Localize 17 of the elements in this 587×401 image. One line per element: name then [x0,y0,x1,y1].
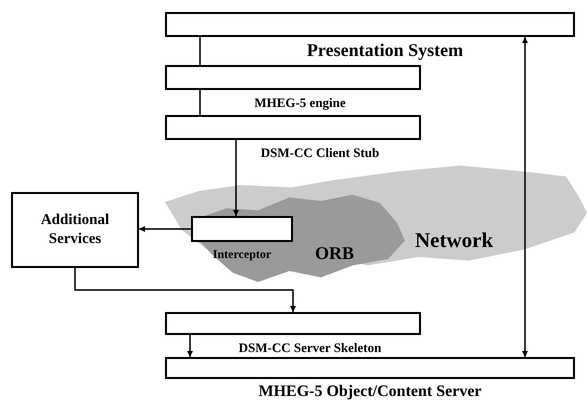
cloud-label: Network [415,227,494,254]
layer-label: MHEG-5 Object/Content Server [258,383,482,400]
connector-line [199,37,201,65]
cloud-label: ORB [315,242,354,265]
layer-label: Presentation System [306,40,464,60]
node-label: Additional Services [40,211,110,249]
connector-line [199,90,201,115]
layer-label: DSM-CC Client Stub [260,145,380,160]
arrow [187,335,193,357]
layer-label: Interceptor [212,247,272,261]
arrow [522,37,528,357]
layer-label: DSM-CC Server Skeleton [238,340,382,355]
arrow [139,226,191,232]
layer-label: MHEG-5 engine [254,95,346,110]
service-box [11,192,139,268]
arrow [74,268,296,312]
arrow [233,140,239,216]
